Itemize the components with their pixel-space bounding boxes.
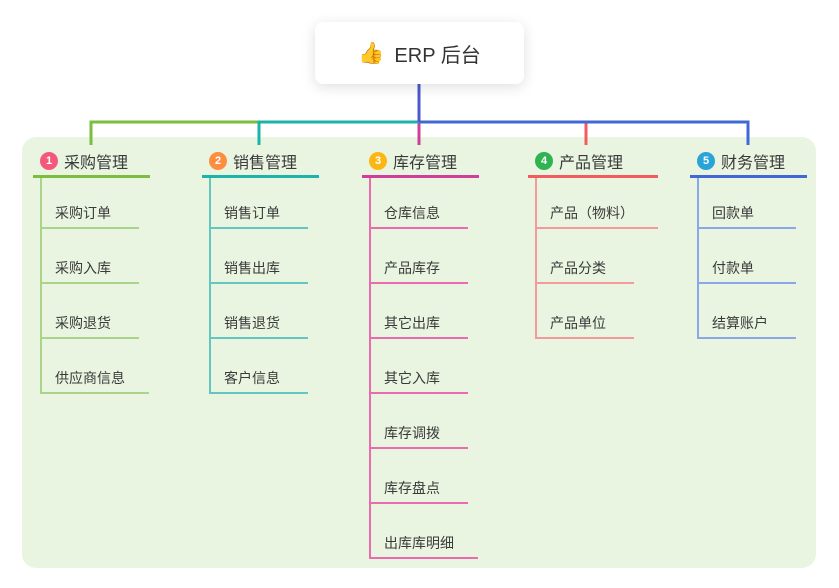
branch-badge: 1 — [40, 151, 58, 170]
branch-product: 4 产品管理 产品（物料） 产品分类 产品单位 — [528, 146, 658, 339]
child-node[interactable]: 销售订单 — [211, 205, 308, 229]
branch-finance: 5 财务管理 回款单 付款单 结算账户 — [690, 146, 807, 339]
branch-label: 产品管理 — [559, 154, 624, 172]
branch-header-sales[interactable]: 2 销售管理 — [202, 146, 319, 178]
child-node[interactable]: 其它入库 — [371, 370, 468, 394]
thumbs-up-icon: 👍 — [358, 41, 385, 65]
child-node[interactable]: 采购退货 — [42, 315, 139, 339]
branch-badge: 3 — [369, 151, 387, 170]
branch-label: 采购管理 — [64, 154, 129, 172]
child-node[interactable]: 产品库存 — [371, 260, 468, 284]
branch-children: 产品（物料） 产品分类 产品单位 — [535, 178, 658, 339]
child-node[interactable]: 其它出库 — [371, 315, 468, 339]
child-node[interactable]: 库存盘点 — [371, 480, 468, 504]
mindmap-panel — [22, 137, 816, 568]
child-node[interactable]: 产品单位 — [537, 315, 634, 339]
branch-badge: 2 — [209, 151, 227, 170]
branch-badge: 4 — [535, 151, 553, 170]
branch-header-purchase[interactable]: 1 采购管理 — [33, 146, 150, 178]
root-label: ERP 后台 — [394, 44, 481, 67]
child-node[interactable]: 产品（物料） — [537, 205, 658, 229]
branch-header-inventory[interactable]: 3 库存管理 — [362, 146, 479, 178]
child-node[interactable]: 出库库明细 — [371, 535, 478, 559]
branch-children: 回款单 付款单 结算账户 — [697, 178, 807, 339]
child-node[interactable]: 产品分类 — [537, 260, 634, 284]
child-node[interactable]: 采购入库 — [42, 260, 139, 284]
branch-label: 财务管理 — [721, 154, 786, 172]
branch-label: 库存管理 — [393, 154, 458, 172]
branch-sales: 2 销售管理 销售订单 销售出库 销售退货 客户信息 — [202, 146, 319, 394]
child-node[interactable]: 回款单 — [699, 205, 796, 229]
child-node[interactable]: 采购订单 — [42, 205, 139, 229]
child-node[interactable]: 供应商信息 — [42, 370, 149, 394]
branch-badge: 5 — [697, 151, 715, 170]
child-node[interactable]: 销售出库 — [211, 260, 308, 284]
branch-inventory: 3 库存管理 仓库信息 产品库存 其它出库 其它入库 库存调拨 库存盘点 出库库… — [362, 146, 479, 559]
child-node[interactable]: 库存调拨 — [371, 425, 468, 449]
branch-children: 仓库信息 产品库存 其它出库 其它入库 库存调拨 库存盘点 出库库明细 — [369, 178, 479, 559]
root-node[interactable]: 👍 ERP 后台 — [315, 22, 524, 84]
branch-header-finance[interactable]: 5 财务管理 — [690, 146, 807, 178]
branch-children: 销售订单 销售出库 销售退货 客户信息 — [209, 178, 319, 394]
child-node[interactable]: 付款单 — [699, 260, 796, 284]
branch-children: 采购订单 采购入库 采购退货 供应商信息 — [40, 178, 150, 394]
child-node[interactable]: 结算账户 — [699, 315, 796, 339]
branch-header-product[interactable]: 4 产品管理 — [528, 146, 658, 178]
branch-label: 销售管理 — [233, 154, 298, 172]
child-node[interactable]: 客户信息 — [211, 370, 308, 394]
branch-purchase: 1 采购管理 采购订单 采购入库 采购退货 供应商信息 — [33, 146, 150, 394]
child-node[interactable]: 销售退货 — [211, 315, 308, 339]
child-node[interactable]: 仓库信息 — [371, 205, 468, 229]
